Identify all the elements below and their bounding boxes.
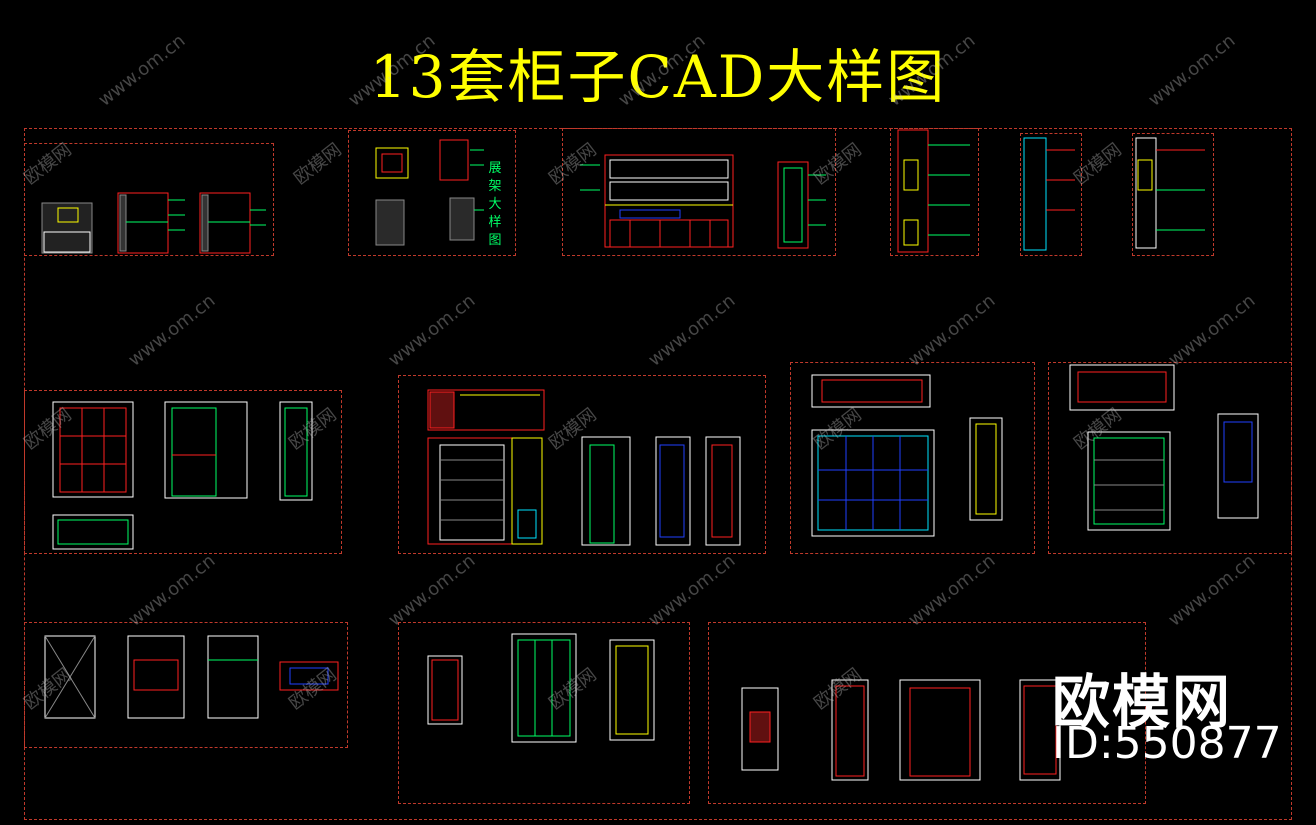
page-title: 13套柜子CAD大样图 bbox=[369, 43, 947, 111]
cabinet-drawing bbox=[741, 679, 1061, 781]
cabinet-drawing bbox=[375, 139, 484, 246]
drawing-panel bbox=[790, 362, 1035, 554]
drawing-panel bbox=[24, 143, 274, 256]
drawing-panel bbox=[24, 390, 342, 554]
drawing-panel bbox=[708, 622, 1146, 804]
cabinet-drawing bbox=[811, 374, 1003, 537]
drawing-panel bbox=[24, 622, 348, 748]
cabinet-drawing bbox=[44, 635, 339, 719]
drawing-panel bbox=[1048, 362, 1292, 554]
drawing-panel bbox=[1132, 133, 1214, 256]
cabinet-drawing bbox=[427, 389, 741, 546]
drawing-panel bbox=[348, 130, 516, 256]
cabinet-drawing bbox=[52, 401, 313, 550]
cabinet-drawing bbox=[1069, 364, 1259, 531]
cabinet-drawing bbox=[427, 633, 655, 743]
drawing-panel bbox=[398, 622, 690, 804]
drawing-panel bbox=[890, 128, 979, 256]
brand-id: ID:550877 bbox=[1052, 718, 1282, 769]
drawing-panel bbox=[1020, 133, 1082, 256]
drawing-panel bbox=[562, 128, 836, 256]
brand-logo: 欧模网 bbox=[1052, 668, 1233, 736]
drawing-note: 展架大样图 bbox=[488, 161, 502, 248]
drawing-panel bbox=[398, 375, 766, 554]
cabinet-drawing bbox=[897, 129, 1205, 253]
cabinet-drawing bbox=[41, 192, 266, 254]
cabinet-drawing bbox=[580, 154, 826, 249]
